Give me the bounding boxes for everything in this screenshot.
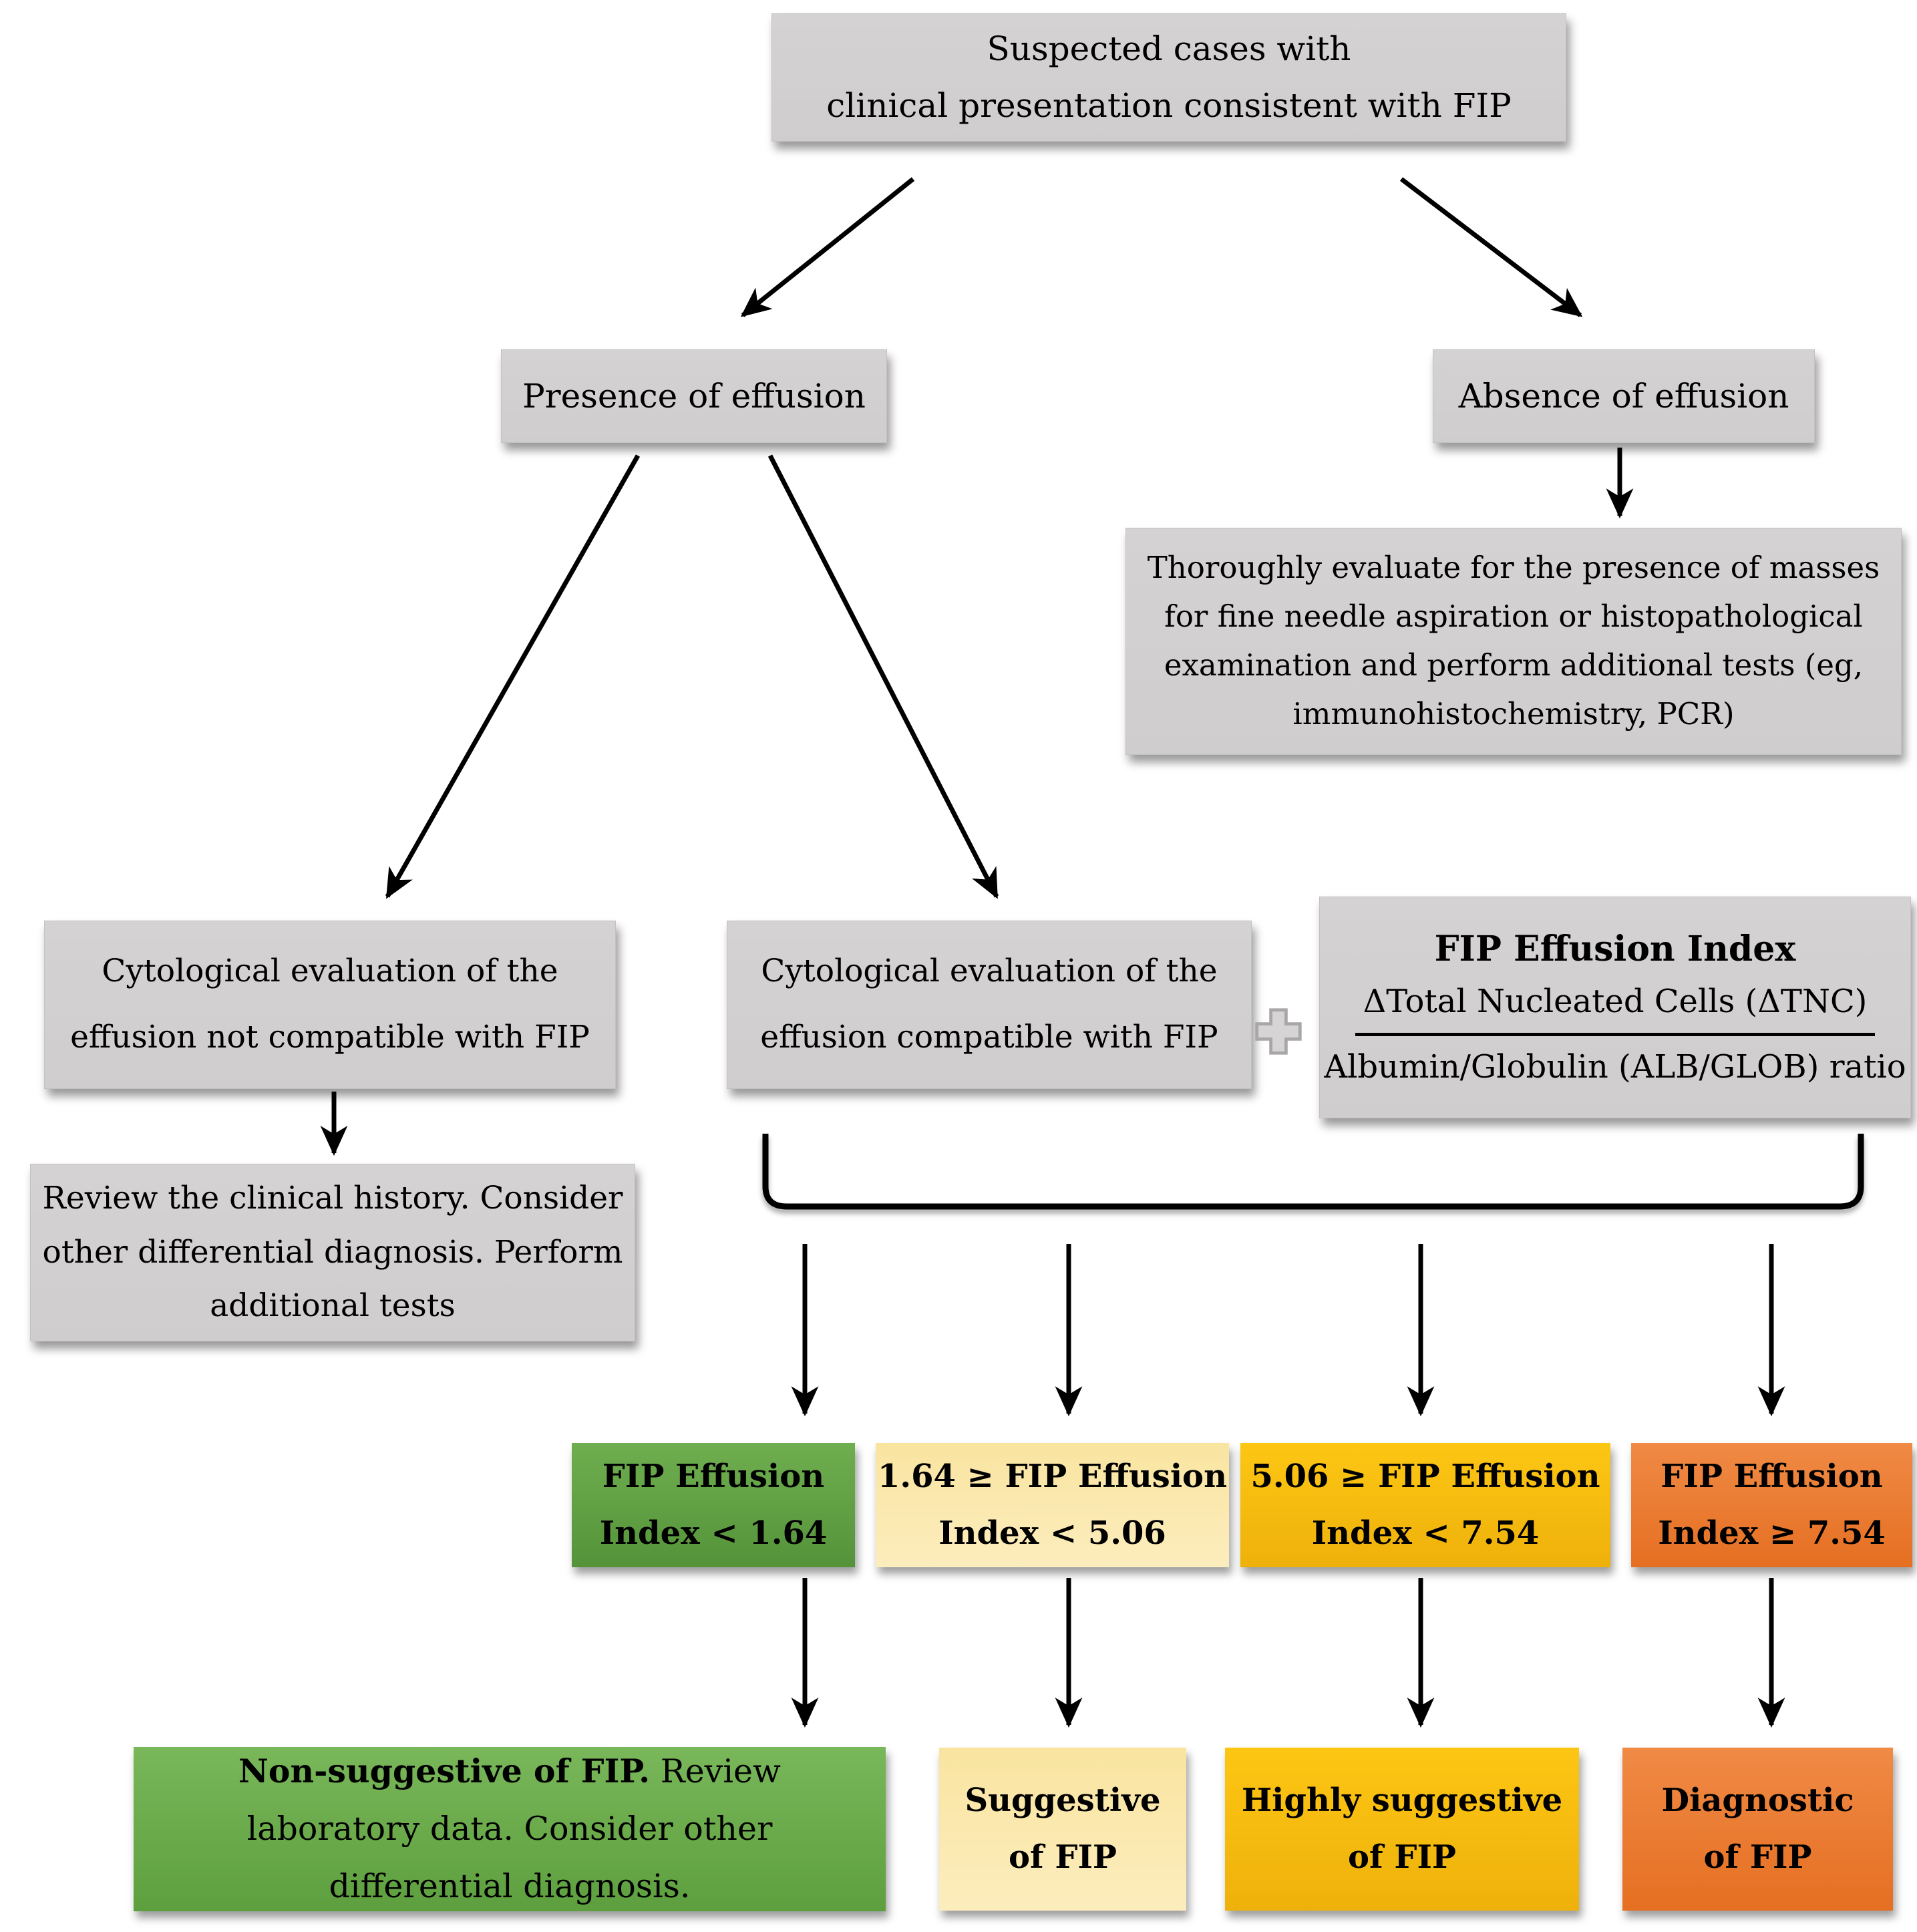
fraction-divider-line <box>1355 1033 1875 1037</box>
range-box-index-gte-7-54: FIP Effusion Index ≥ 7.54 <box>1631 1443 1912 1567</box>
effusion-index-title: FIP Effusion Index <box>1434 929 1796 970</box>
node-suspected-cases: Suspected cases with clinical presentati… <box>771 13 1566 142</box>
outcome-non-suggestive-lead: Non-suggestive of FIP. <box>238 1752 651 1791</box>
range-box-index-lt-1-64: FIP Effusion Index < 1.64 <box>572 1443 855 1567</box>
outcome-suggestive: Suggestive of FIP <box>939 1748 1186 1911</box>
arrow-suspected-to-absence <box>1399 177 1583 317</box>
outcome-non-suggestive: Non-suggestive of FIP. Review laboratory… <box>134 1747 886 1911</box>
outcome-non-suggestive-text: Non-suggestive of FIP. Review laboratory… <box>152 1743 867 1915</box>
outcome-highly-suggestive: Highly suggestive of FIP <box>1225 1748 1579 1911</box>
fraction-numerator: ΔTotal Nucleated Cells (ΔTNC) <box>1363 982 1868 1020</box>
node-review-clinical-history: Review the clinical history. Consider ot… <box>30 1164 635 1341</box>
outcome-diagnostic: Diagnostic of FIP <box>1622 1748 1893 1911</box>
node-cytology-not-compatible: Cytological evaluation of the effusion n… <box>44 921 616 1089</box>
range-box-1-64-to-5-06: 1.64 ≥ FIP Effusion Index < 5.06 <box>876 1443 1229 1567</box>
node-absence-of-effusion: Absence of effusion <box>1433 349 1815 443</box>
node-cytology-compatible: Cytological evaluation of the effusion c… <box>727 921 1252 1089</box>
node-evaluate-masses: Thoroughly evaluate for the presence of … <box>1125 528 1902 755</box>
bracket-index-split <box>762 1134 1864 1210</box>
node-fip-effusion-index: FIP Effusion Index ΔTotal Nucleated Cell… <box>1319 897 1911 1118</box>
node-presence-of-effusion: Presence of effusion <box>501 349 887 443</box>
outcome-non-suggestive-rest: Review laboratory data. Consider other d… <box>246 1752 781 1905</box>
plus-icon <box>1253 1006 1304 1057</box>
arrow-suspected-to-presence <box>740 177 915 317</box>
fraction-denominator: Albumin/Globulin (ALB/GLOB) ratio <box>1324 1048 1906 1086</box>
range-box-5-06-to-7-54: 5.06 ≥ FIP Effusion Index < 7.54 <box>1240 1443 1610 1567</box>
arrow-presence-to-compatible <box>767 454 999 899</box>
arrow-presence-to-not-compatible <box>385 454 641 899</box>
